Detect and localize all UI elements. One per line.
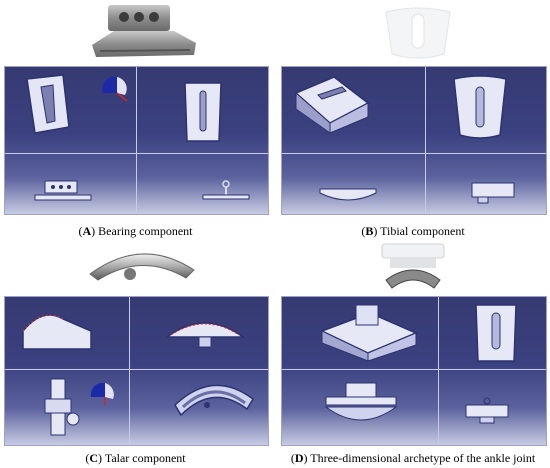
- bearing-cad-view: [4, 66, 269, 215]
- axis-triad-icon-c: [90, 382, 114, 405]
- assembly-iso-model: [320, 304, 418, 362]
- assembly-side-model: [324, 382, 398, 421]
- assembly-top-model: [465, 397, 509, 424]
- tibial-photo: [385, 7, 451, 59]
- bearing-iso-model: [26, 74, 70, 134]
- talar-iso2-model: [174, 384, 254, 417]
- caption-panel-b: (B) Tibial component: [361, 224, 465, 238]
- talar-cad-view: [4, 296, 269, 446]
- talar-iso-model: [22, 314, 92, 350]
- assembly-cad-view: [281, 296, 547, 446]
- caption-panel-c: (C) Talar component: [85, 451, 186, 465]
- ankle-assembly-photo: [381, 243, 445, 289]
- tibial-iso-model: [294, 76, 370, 134]
- bearing-top-model: [202, 180, 250, 200]
- talar-photo: [89, 253, 195, 281]
- caption-panel-d: (D) Three-dimensional archetype of the a…: [290, 451, 536, 465]
- bearing-side-model: [34, 180, 92, 201]
- talar-side-model: [44, 378, 80, 436]
- tibial-top-model: [471, 182, 515, 204]
- bearing-front-model: [184, 82, 222, 142]
- bearing-photo: [92, 5, 196, 57]
- tibial-front-model: [453, 75, 507, 139]
- caption-panel-a: (A) Bearing component: [78, 224, 193, 238]
- axis-triad-icon: [102, 76, 128, 102]
- assembly-front-model: [475, 304, 517, 362]
- talar-front-model: [165, 322, 245, 348]
- tibial-cad-view: [281, 66, 547, 215]
- tibial-side-model: [319, 188, 377, 201]
